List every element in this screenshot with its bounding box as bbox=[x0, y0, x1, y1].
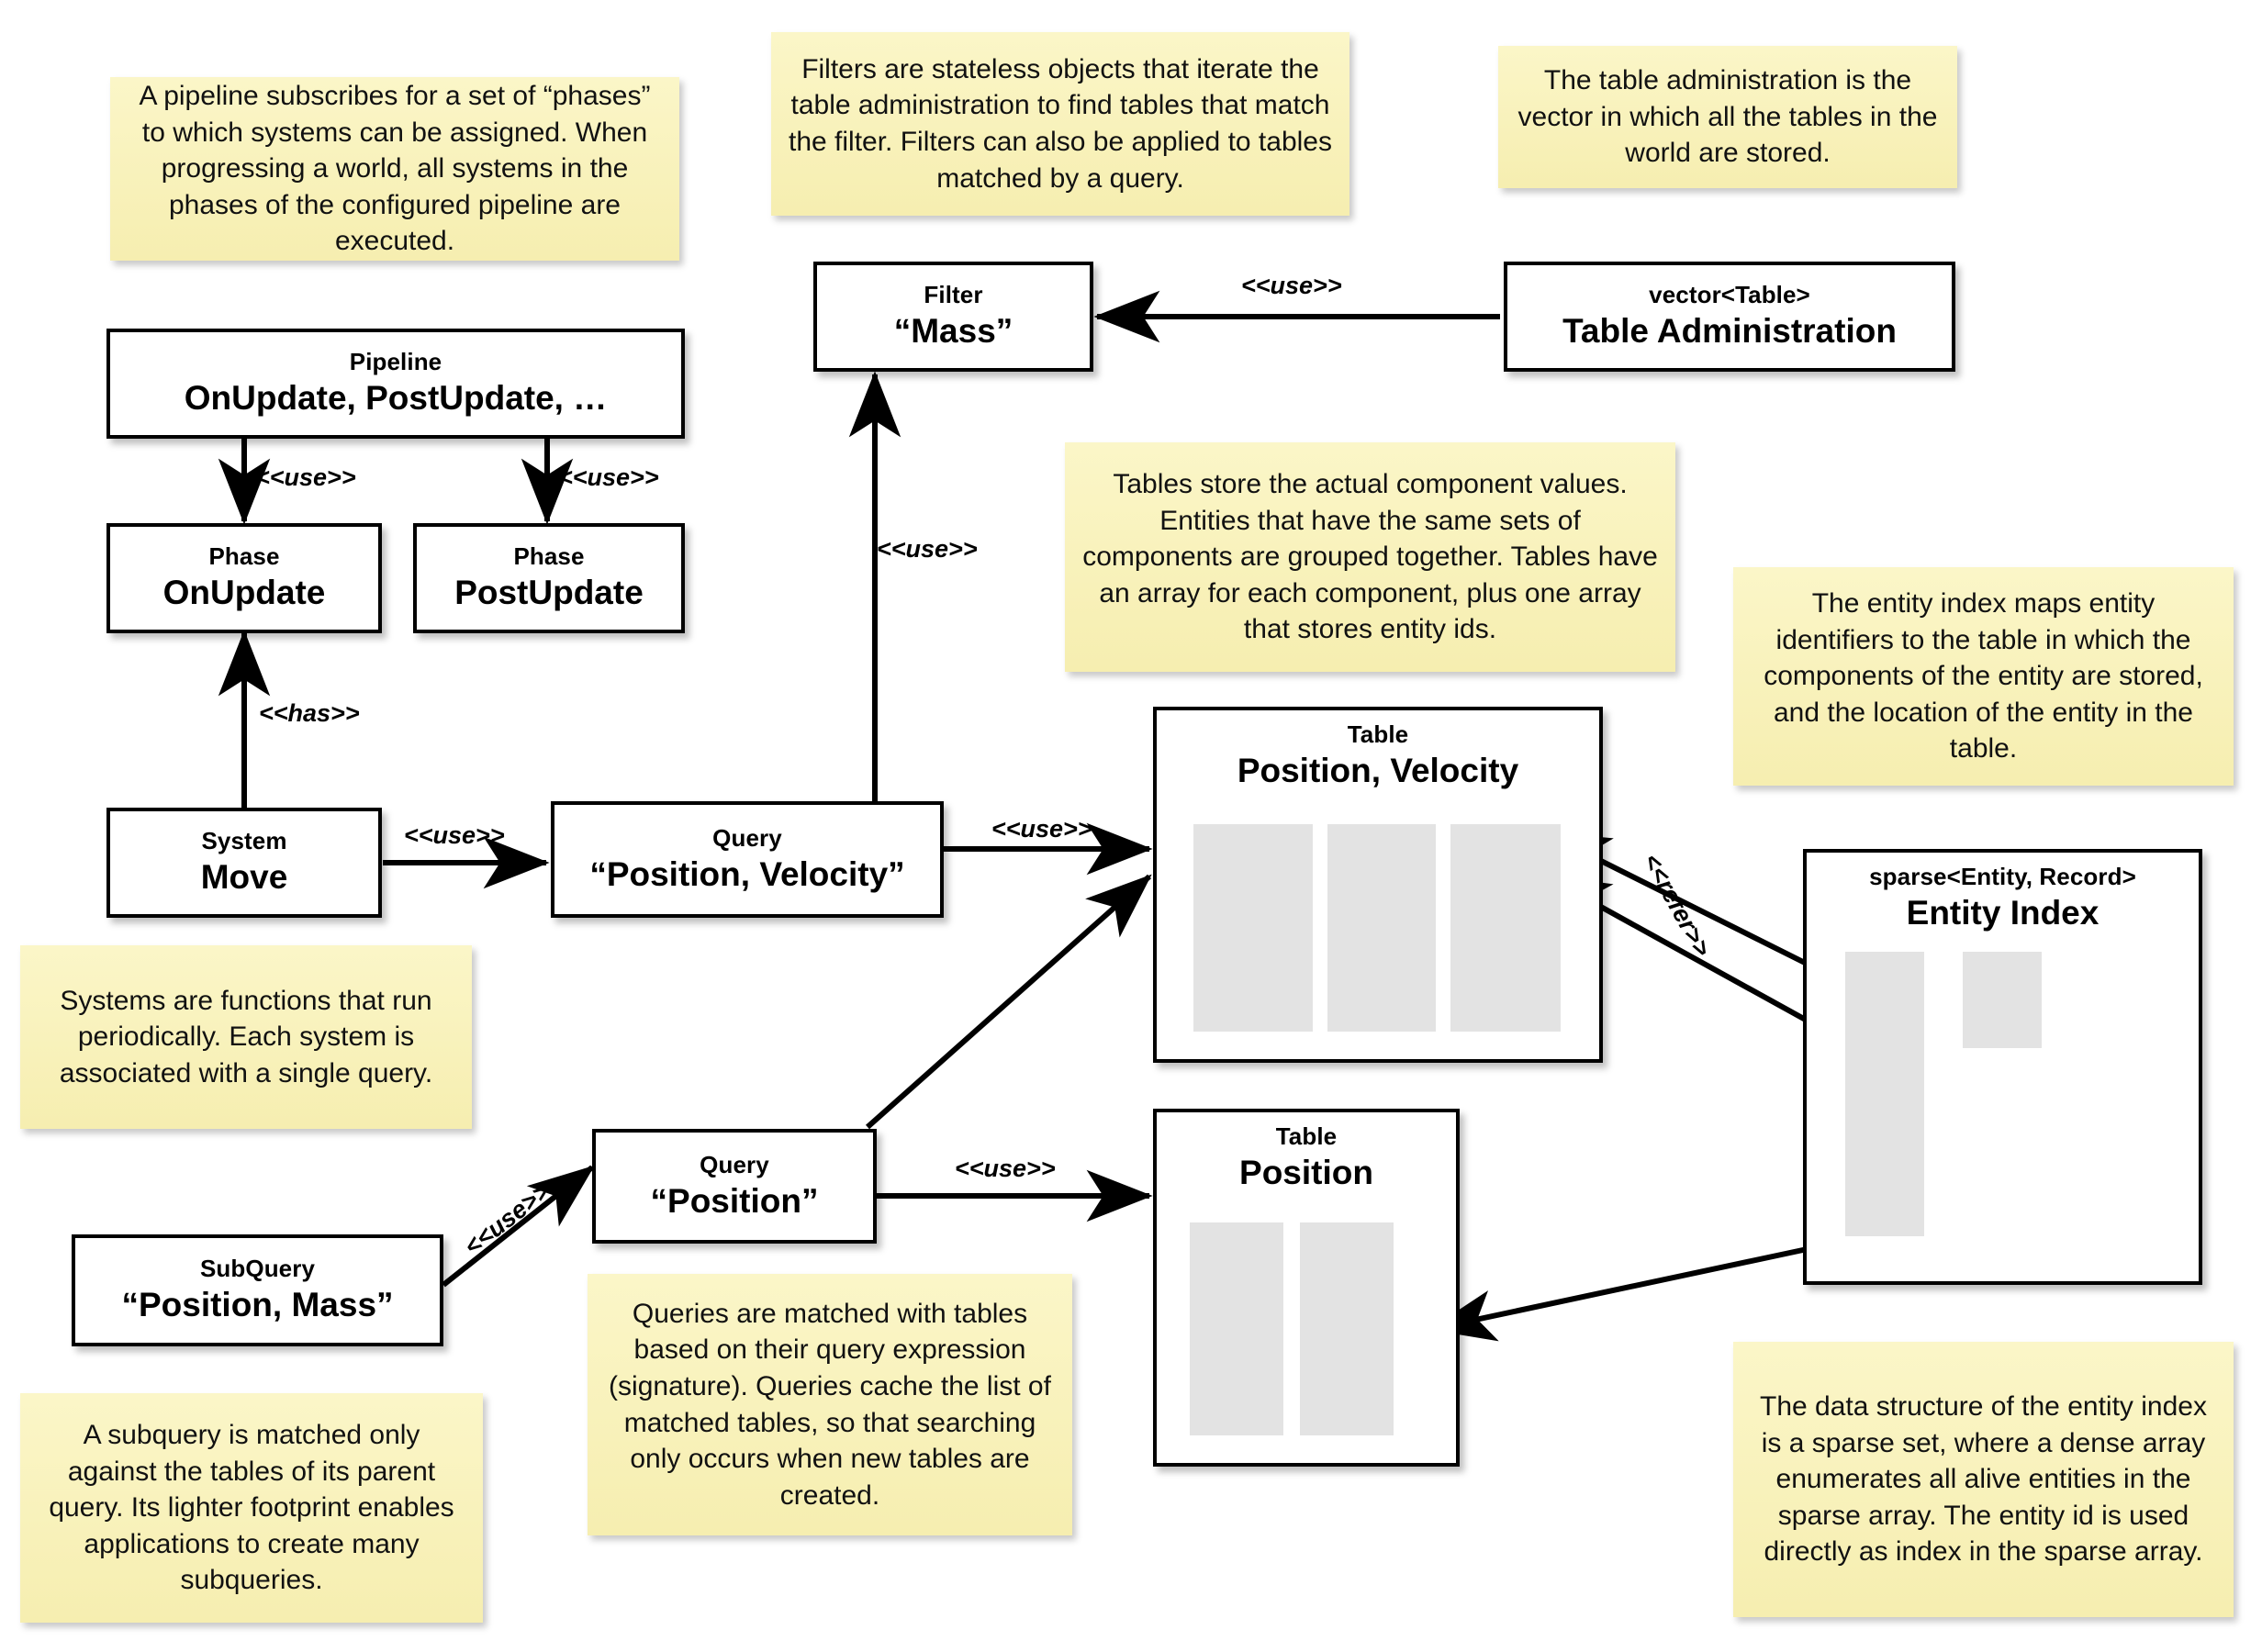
box-system-move-name: Move bbox=[200, 858, 288, 897]
box-filter-mass[interactable]: Filter “Mass” bbox=[813, 262, 1093, 372]
edge-index-to-tablepos bbox=[1428, 1242, 1830, 1342]
edge-label-system-to-query: <<use>> bbox=[404, 821, 505, 849]
box-query-position-velocity[interactable]: Query “Position, Velocity” bbox=[551, 801, 944, 918]
box-filter-mass-name: “Mass” bbox=[893, 312, 1013, 351]
table-column-bar bbox=[1450, 824, 1561, 1032]
box-system-move-stereotype: System bbox=[201, 827, 287, 855]
box-phase-onupdate-stereotype: Phase bbox=[208, 542, 280, 571]
box-table-position-stereotype: Table bbox=[1275, 1122, 1338, 1150]
box-query-position-stereotype: Query bbox=[700, 1150, 769, 1178]
edge-label-system-to-phase: <<has>> bbox=[259, 699, 360, 727]
box-entity-index-stereotype: sparse<Entity, Record> bbox=[1869, 863, 2136, 890]
box-phase-onupdate[interactable]: Phase OnUpdate bbox=[106, 523, 382, 633]
box-table-administration[interactable]: vector<Table> Table Administration bbox=[1504, 262, 1955, 372]
box-filter-mass-stereotype: Filter bbox=[924, 281, 983, 309]
box-entity-index-name: Entity Index bbox=[1906, 893, 2100, 932]
box-query-position-velocity-name: “Position, Velocity” bbox=[589, 854, 905, 893]
box-table-administration-name: Table Administration bbox=[1562, 312, 1897, 351]
box-entity-index[interactable]: sparse<Entity, Record> Entity Index bbox=[1803, 849, 2202, 1285]
box-table-position-velocity-name: Position, Velocity bbox=[1237, 751, 1519, 789]
box-phase-onupdate-name: OnUpdate bbox=[162, 574, 326, 612]
box-phase-postupdate-stereotype: Phase bbox=[513, 542, 585, 571]
note-systems: Systems are functions that run periodica… bbox=[20, 945, 472, 1129]
box-table-position[interactable]: Table Position bbox=[1153, 1109, 1460, 1467]
edge-label-querypos-to-table: <<use>> bbox=[955, 1155, 1056, 1182]
table-column-bar bbox=[1327, 824, 1436, 1032]
table-column-bar bbox=[1190, 1222, 1283, 1435]
table-column-bar bbox=[1193, 824, 1313, 1032]
box-pipeline-name: OnUpdate, PostUpdate, … bbox=[184, 379, 608, 418]
note-entity-index: The entity index maps entity identifiers… bbox=[1733, 567, 2234, 786]
edge-label-query-to-filter: <<use>> bbox=[877, 535, 978, 563]
note-filter: Filters are stateless objects that itera… bbox=[771, 32, 1349, 216]
box-table-position-velocity[interactable]: Table Position, Velocity bbox=[1153, 707, 1603, 1063]
box-table-position-velocity-stereotype: Table bbox=[1347, 720, 1409, 748]
note-subquery: A subquery is matched only against the t… bbox=[20, 1393, 483, 1623]
box-table-administration-stereotype: vector<Table> bbox=[1649, 281, 1810, 309]
note-queries: Queries are matched with tables based on… bbox=[588, 1274, 1072, 1535]
edge-label-subquery-to-query: <<use>> bbox=[459, 1177, 555, 1261]
box-query-position-velocity-stereotype: Query bbox=[712, 823, 782, 852]
edge-label-pipeline-to-postupdate: <<use>> bbox=[558, 463, 659, 491]
box-phase-postupdate[interactable]: Phase PostUpdate bbox=[413, 523, 685, 633]
note-pipeline: A pipeline subscribes for a set of “phas… bbox=[110, 77, 679, 261]
box-table-position-name: Position bbox=[1239, 1153, 1373, 1191]
box-subquery-position-mass-stereotype: SubQuery bbox=[199, 1255, 316, 1283]
box-subquery-position-mass-name: “Position, Mass” bbox=[121, 1286, 394, 1324]
box-query-position[interactable]: Query “Position” bbox=[592, 1129, 877, 1244]
note-tables: Tables store the actual component values… bbox=[1065, 442, 1675, 672]
box-pipeline[interactable]: Pipeline OnUpdate, PostUpdate, … bbox=[106, 329, 685, 439]
table-column-bar bbox=[1300, 1222, 1394, 1435]
note-sparse-set: The data structure of the entity index i… bbox=[1733, 1342, 2234, 1617]
sparse-array-bar bbox=[1845, 952, 1924, 1236]
box-query-position-name: “Position” bbox=[650, 1181, 819, 1220]
edge-label-pipeline-to-onupdate: <<use>> bbox=[255, 463, 356, 491]
edge-label-queryposvel-to-table: <<use>> bbox=[991, 815, 1092, 843]
box-subquery-position-mass[interactable]: SubQuery “Position, Mass” bbox=[72, 1234, 443, 1346]
dense-array-bar bbox=[1963, 952, 2042, 1048]
box-phase-postupdate-name: PostUpdate bbox=[454, 574, 644, 612]
edge-label-index-refer: <<refer>> bbox=[1637, 849, 1717, 962]
box-system-move[interactable]: System Move bbox=[106, 808, 382, 918]
box-pipeline-stereotype: Pipeline bbox=[349, 348, 442, 376]
edge-label-admin-to-filter: <<use>> bbox=[1241, 272, 1342, 299]
note-table-administration: The table administration is the vector i… bbox=[1498, 46, 1957, 188]
